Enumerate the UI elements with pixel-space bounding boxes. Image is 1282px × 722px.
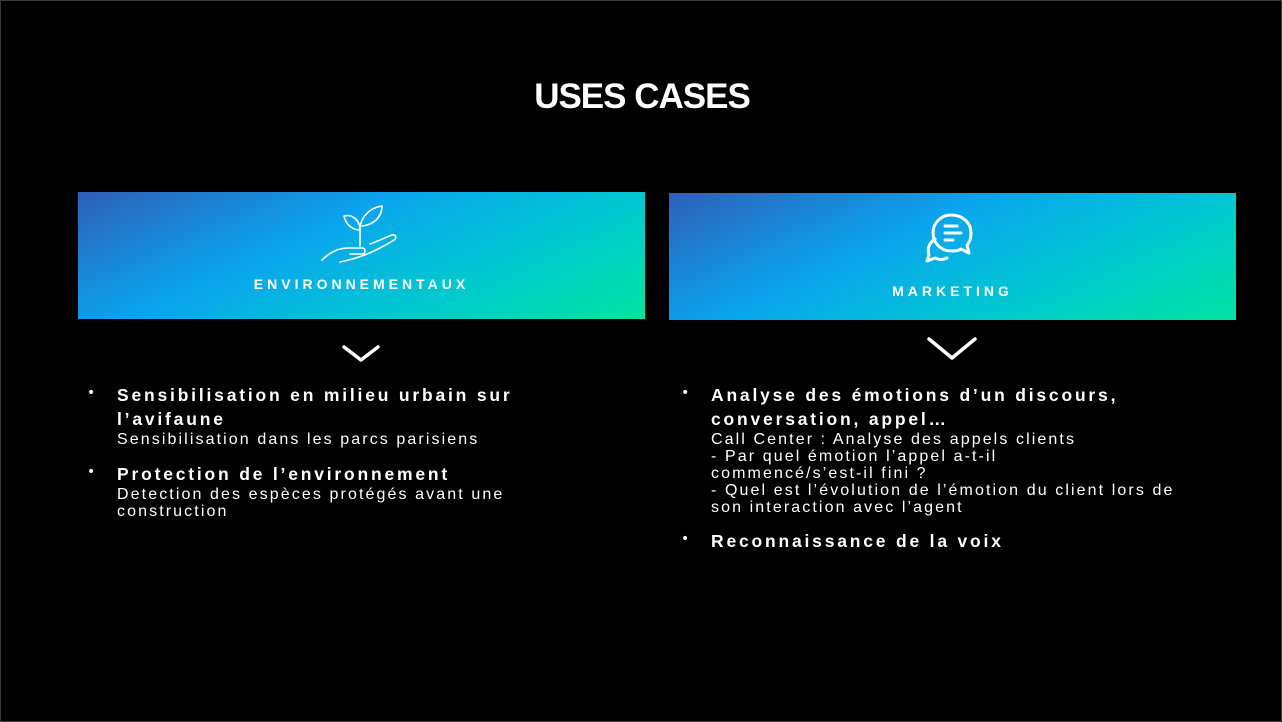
- banner-label: MARKETING: [892, 283, 1013, 299]
- item-description: - Par quel émotion l’appel a-t-il commen…: [711, 448, 998, 482]
- bullet-list-environnementaux: • Sensibilisation en milieu urbain sur l…: [85, 383, 605, 528]
- list-item: • Reconnaissance de la voix: [679, 529, 1239, 553]
- chevron-down-icon: [342, 345, 380, 362]
- list-item: • Sensibilisation en milieu urbain sur l…: [85, 383, 605, 448]
- item-title: Protection de l’environnement: [117, 464, 451, 484]
- chat-bubbles-icon: [925, 213, 973, 263]
- item-title: Reconnaissance de la voix: [711, 531, 1004, 551]
- banner-marketing: MARKETING: [669, 193, 1236, 320]
- item-description: Call Center : Analyse des appels clients: [711, 431, 1077, 448]
- item-description: Sensibilisation dans les parcs parisiens: [117, 431, 480, 448]
- item-title: Analyse des émotions d’un discours, conv…: [711, 385, 1119, 429]
- item-description: - Quel est l’évolution de l’émotion du c…: [711, 482, 1175, 516]
- page-title: USES CASES: [534, 77, 751, 116]
- chevron-down-icon: [927, 337, 977, 360]
- bullet-icon: •: [681, 531, 690, 547]
- hand-plant-icon: [321, 205, 397, 263]
- banner-environnementaux: ENVIRONNEMENTAUX: [78, 192, 645, 319]
- bullet-icon: •: [681, 385, 690, 401]
- bullet-list-marketing: • Analyse des émotions d’un discours, co…: [679, 383, 1239, 561]
- banner-label: ENVIRONNEMENTAUX: [253, 276, 470, 292]
- bullet-icon: •: [87, 464, 96, 480]
- list-item: • Protection de l’environnement Detectio…: [85, 462, 605, 520]
- item-title: Sensibilisation en milieu urbain sur l’a…: [117, 385, 513, 429]
- bullet-icon: •: [87, 385, 96, 401]
- list-item: • Analyse des émotions d’un discours, co…: [679, 383, 1239, 516]
- item-description: Detection des espèces protégés avant une…: [117, 486, 505, 520]
